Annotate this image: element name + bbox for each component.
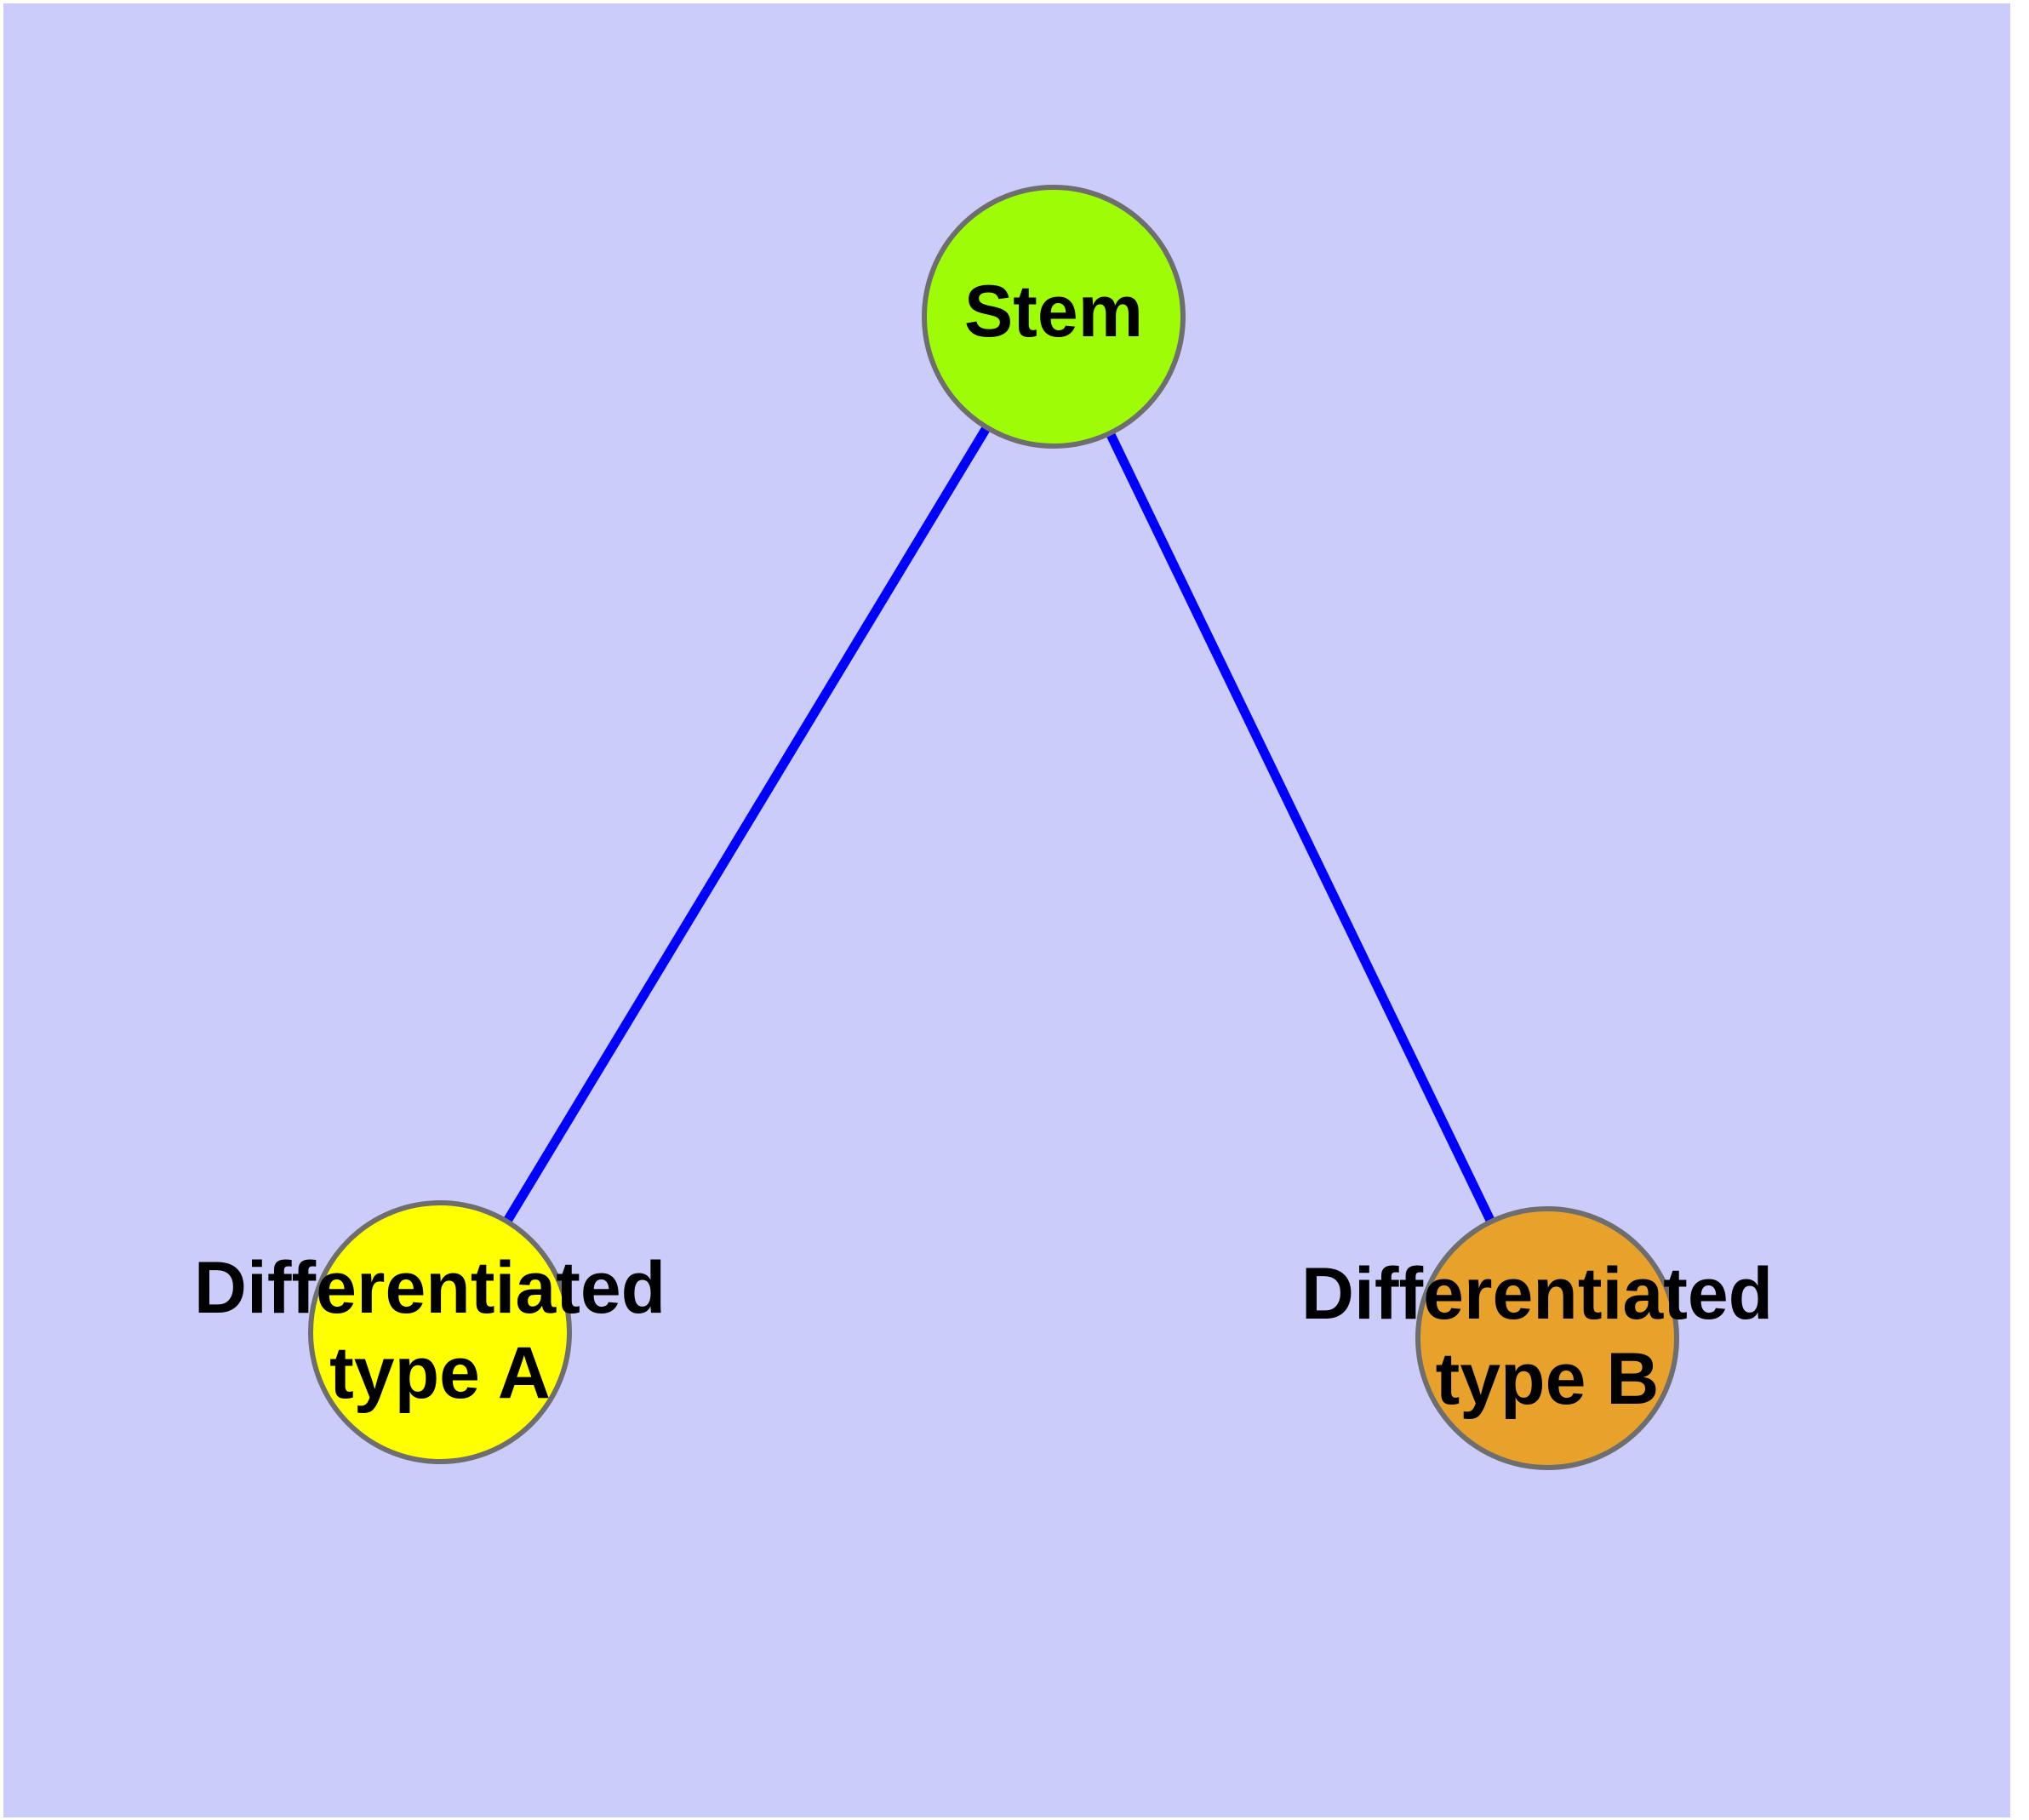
- node-differentiated-type-b[interactable]: [1415, 1206, 1679, 1470]
- node-label-a-line-1: Differentiated: [194, 1247, 666, 1329]
- edge-stem-to-differentiated-type-a[interactable]: [436, 314, 1058, 1335]
- label-layer: Stem Differentiated type A Differentiate…: [194, 271, 1793, 1420]
- node-stem[interactable]: [922, 185, 1186, 449]
- node-label-differentiated-type-a: Differentiated type A: [194, 1247, 686, 1414]
- node-layer: [308, 185, 1679, 1470]
- node-label-a-line-2: type A: [329, 1332, 551, 1414]
- node-label-stem: Stem: [964, 271, 1143, 352]
- node-label-b-line-2: type B: [1436, 1338, 1660, 1420]
- node-label-b-line-1: Differentiated: [1301, 1253, 1773, 1335]
- edge-layer: [436, 314, 1552, 1341]
- node-label-stem-line-1: Stem: [964, 271, 1143, 352]
- node-differentiated-type-a[interactable]: [308, 1200, 572, 1464]
- edge-stem-to-differentiated-type-b[interactable]: [1049, 314, 1552, 1341]
- node-label-differentiated-type-b: Differentiated type B: [1301, 1253, 1793, 1420]
